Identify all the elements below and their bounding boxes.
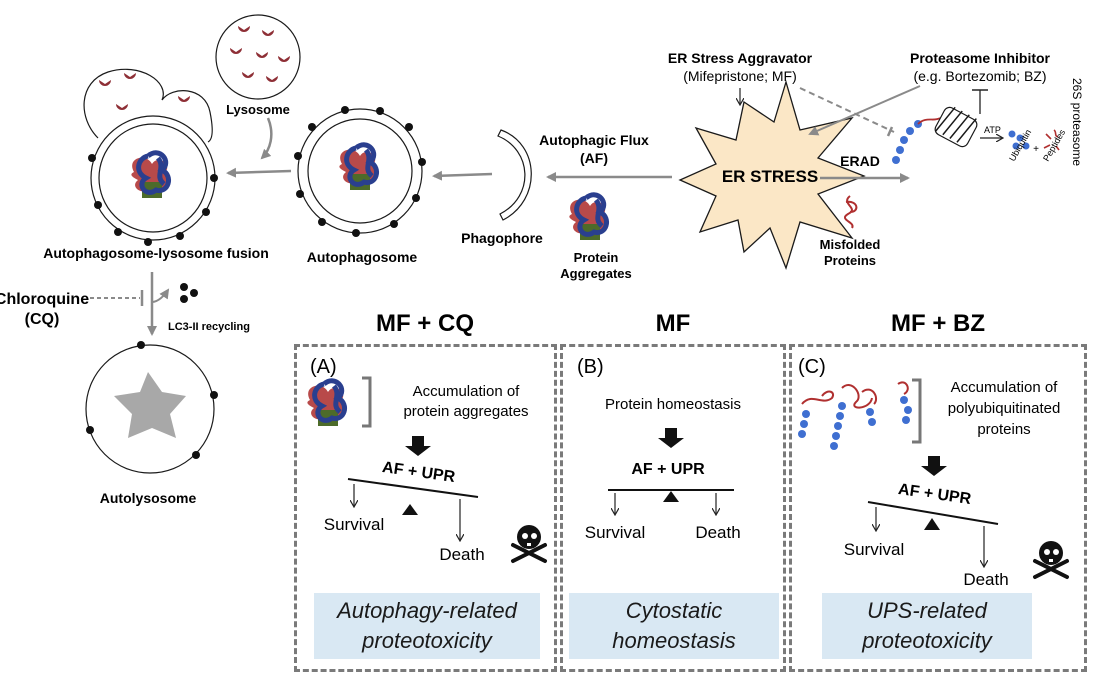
protein-aggregates-icon <box>569 195 607 240</box>
panel-b-balance-label: AF + UPR <box>631 461 705 478</box>
misfolded-protein-icon <box>843 195 858 229</box>
autophagosome <box>294 106 426 237</box>
erad-label: ERAD <box>840 153 880 169</box>
panel-c-death-label: Death <box>963 570 1008 589</box>
lc3-dots-icon <box>180 283 198 303</box>
panel-c-bracket <box>912 378 922 444</box>
protein-aggregates-label-1: Protein <box>574 250 619 265</box>
lc3-recycling-arrow <box>151 288 170 303</box>
panel-c-polyubiquitin-icon <box>798 381 912 450</box>
panel-c-balance-beam <box>867 501 999 525</box>
panel-a-down-arrow-icon <box>405 436 431 456</box>
er-stress-label: ER STRESS <box>722 167 818 186</box>
panel-a-note-1: Accumulation of <box>413 383 521 400</box>
panel-a-letter: (A) <box>310 356 337 378</box>
chloroquine-label: Chloroquine <box>0 291 89 308</box>
panel-b-letter: (B) <box>577 356 604 378</box>
protein-aggregates-label-2: Aggregates <box>560 266 632 281</box>
panel-b-survival-label: Survival <box>585 523 645 542</box>
ubiquitin-icon <box>1008 130 1030 150</box>
panel-c-down-arrow-icon <box>921 456 947 476</box>
panel-a-balance-beam <box>347 478 479 498</box>
panel-a-balance-icon <box>402 504 418 515</box>
phagophore-label: Phagophore <box>461 230 543 246</box>
aggravator-inhibits-erad-line <box>799 87 895 133</box>
panel-a-death-label: Death <box>439 545 484 564</box>
lysosome-to-fusion-arrow <box>260 117 273 160</box>
panel-a-bracket <box>362 376 372 428</box>
panel-b-death-label: Death <box>695 523 740 542</box>
autophagosome-to-fusion-arrow <box>226 167 292 178</box>
er-aggravator-drug-label: (Mifepristone; MF) <box>683 68 797 84</box>
plus-sign: + <box>1033 144 1039 155</box>
inhibitor-to-er-arrow <box>808 85 921 136</box>
proteasome-inhibitor-drug-label: (e.g. Bortezomib; BZ) <box>913 68 1046 84</box>
panel-b-heading: MF <box>656 310 691 337</box>
autolysosome-content-icon <box>114 372 186 438</box>
proteasome-26s-label: 26S proteasome <box>1070 78 1084 166</box>
panel-b-note: Protein homeostasis <box>605 396 741 413</box>
aggravator-inhibit-bar <box>886 126 894 137</box>
panel-c-box <box>789 344 1087 672</box>
autophagosome-label: Autophagosome <box>307 249 418 265</box>
panel-c-letter: (C) <box>798 356 826 378</box>
fusion-compartment <box>83 68 218 246</box>
proteasome-icon <box>892 106 978 164</box>
panel-b-caption: Cytostatic homeostasis <box>569 593 779 659</box>
proteasome-inhibitor-label: Proteasome Inhibitor <box>910 50 1051 66</box>
panel-c-caption: UPS-related proteotoxicity <box>822 593 1032 659</box>
panel-c-note-1: Accumulation of <box>951 379 1059 396</box>
panel-a-box <box>294 344 557 672</box>
peptides-label: Peptides <box>1041 127 1067 163</box>
er-aggravator-label: ER Stress Aggravator <box>668 50 813 66</box>
autolysosome-label: Autolysosome <box>100 490 197 506</box>
phagophore-shape <box>497 129 532 221</box>
misfolded-label-2: Proteins <box>824 253 876 268</box>
chloroquine-abbrev-label: (CQ) <box>25 311 60 328</box>
panel-c-note-3: proteins <box>977 421 1030 438</box>
panel-a-skull-crossbones-icon <box>511 525 547 563</box>
panel-b-down-arrow-icon <box>658 428 684 448</box>
panel-b-balance-icon <box>663 491 679 502</box>
fusion-label: Autophagosome-lysosome fusion <box>43 245 269 261</box>
atp-label: ATP <box>984 125 1001 135</box>
lc3-label: LC3-II recycling <box>168 321 250 333</box>
panel-c-note-2: polyubiquitinated <box>948 400 1061 417</box>
panel-c-balance-icon <box>924 518 940 530</box>
af-label: Autophagic Flux <box>539 132 649 148</box>
lysosome-label: Lysosome <box>226 102 290 117</box>
af-abbrev-label: (AF) <box>580 150 608 166</box>
panel-a-survival-label: Survival <box>324 515 384 534</box>
lysosome-group: Lysosome <box>215 14 301 117</box>
panel-b-box <box>560 344 786 672</box>
panel-a-caption: Autophagy-related proteotoxicity <box>314 593 540 659</box>
panel-c-heading: MF + BZ <box>891 310 985 337</box>
panel-a-heading: MF + CQ <box>376 310 474 337</box>
panel-c-survival-label: Survival <box>844 540 904 559</box>
panel-c-skull-crossbones-icon <box>1033 541 1069 579</box>
peptides-icon <box>1043 129 1060 151</box>
misfolded-label-1: Misfolded <box>820 237 881 252</box>
panel-a-note-2: protein aggregates <box>403 403 528 420</box>
phagophore-to-autophagosome-arrow <box>432 170 493 181</box>
